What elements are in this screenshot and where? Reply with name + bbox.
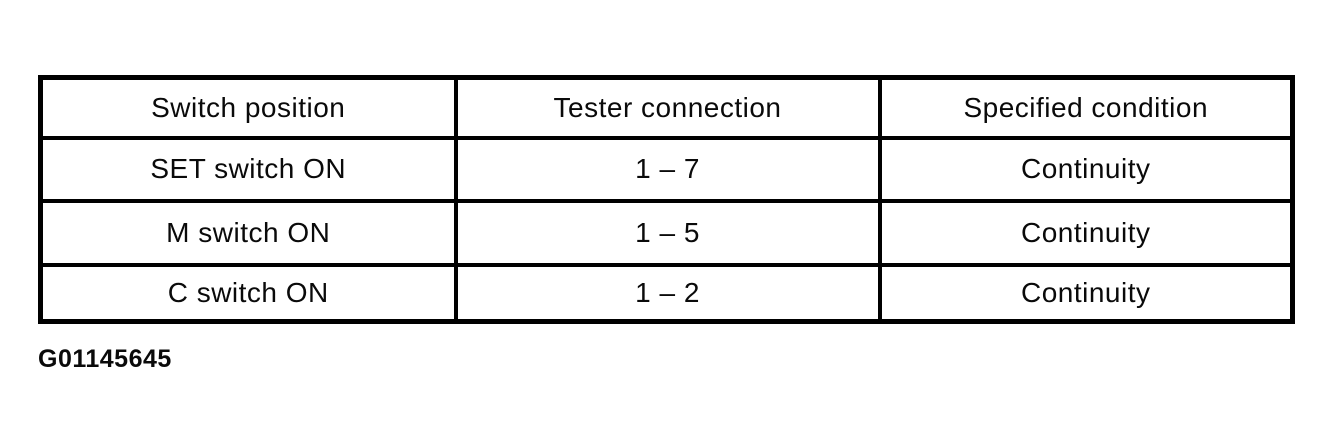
- cell-specified-condition: Continuity: [877, 135, 1295, 203]
- header-cell-switch-position: Switch position: [38, 75, 458, 140]
- table-header-row: Switch position Tester connection Specif…: [38, 75, 1295, 140]
- cell-switch-position: C switch ON: [38, 262, 458, 324]
- cell-specified-condition: Continuity: [877, 262, 1295, 324]
- cell-specified-condition: Continuity: [877, 198, 1295, 267]
- cell-switch-position: M switch ON: [38, 198, 458, 267]
- cell-switch-position: SET switch ON: [38, 135, 458, 203]
- table-row-set-switch: SET switch ON 1 – 7 Continuity: [38, 135, 1295, 203]
- table-row-m-switch: M switch ON 1 – 5 Continuity: [38, 198, 1295, 267]
- continuity-spec-table: Switch position Tester connection Specif…: [38, 75, 1295, 324]
- table-row-c-switch: C switch ON 1 – 2 Continuity: [38, 262, 1295, 324]
- header-cell-specified-condition: Specified condition: [877, 75, 1295, 140]
- figure-id-caption: G01145645: [38, 345, 172, 373]
- cell-tester-connection: 1 – 2: [453, 262, 882, 324]
- cell-tester-connection: 1 – 5: [453, 198, 882, 267]
- cell-tester-connection: 1 – 7: [453, 135, 882, 203]
- header-cell-tester-connection: Tester connection: [453, 75, 882, 140]
